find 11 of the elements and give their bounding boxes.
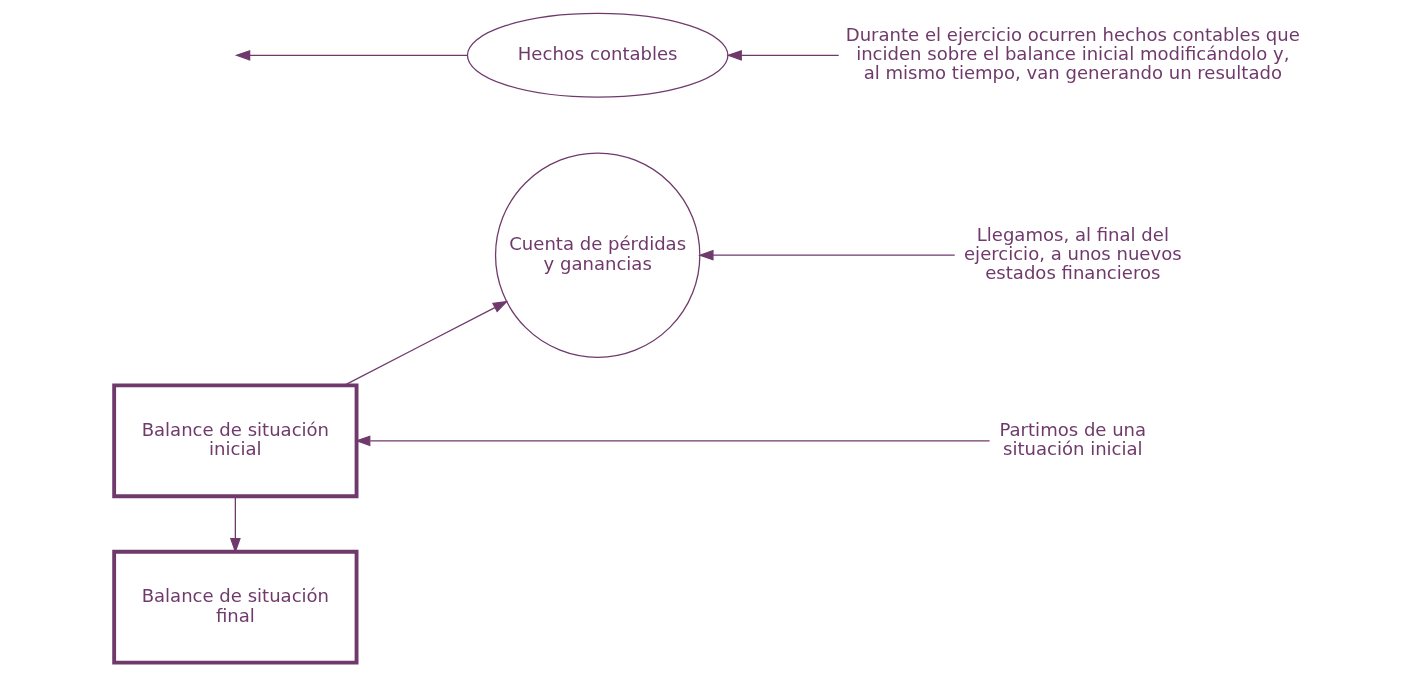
node-text: Llegamos, al final del ejercicio, a unos nuevos estados financieros [963,223,1182,284]
node-ellipse: Hechos contables [466,12,729,98]
arrow [697,249,955,261]
node-box: Balance de situación final [111,549,358,665]
node-box: Balance de situación inicial [111,383,358,499]
node-circle: Cuenta de pérdidas y ganancias [494,152,700,358]
node-text: Durante el ejercicio ocurren hechos contables que inciden sobre el balance inicial modificándolo y, al mismo tiempo, van generando un resultado [845,23,1300,84]
arrow [234,49,468,61]
node-text: Partimos de una situación inicial [999,418,1146,460]
arrow [725,49,839,61]
arrow [343,300,508,386]
